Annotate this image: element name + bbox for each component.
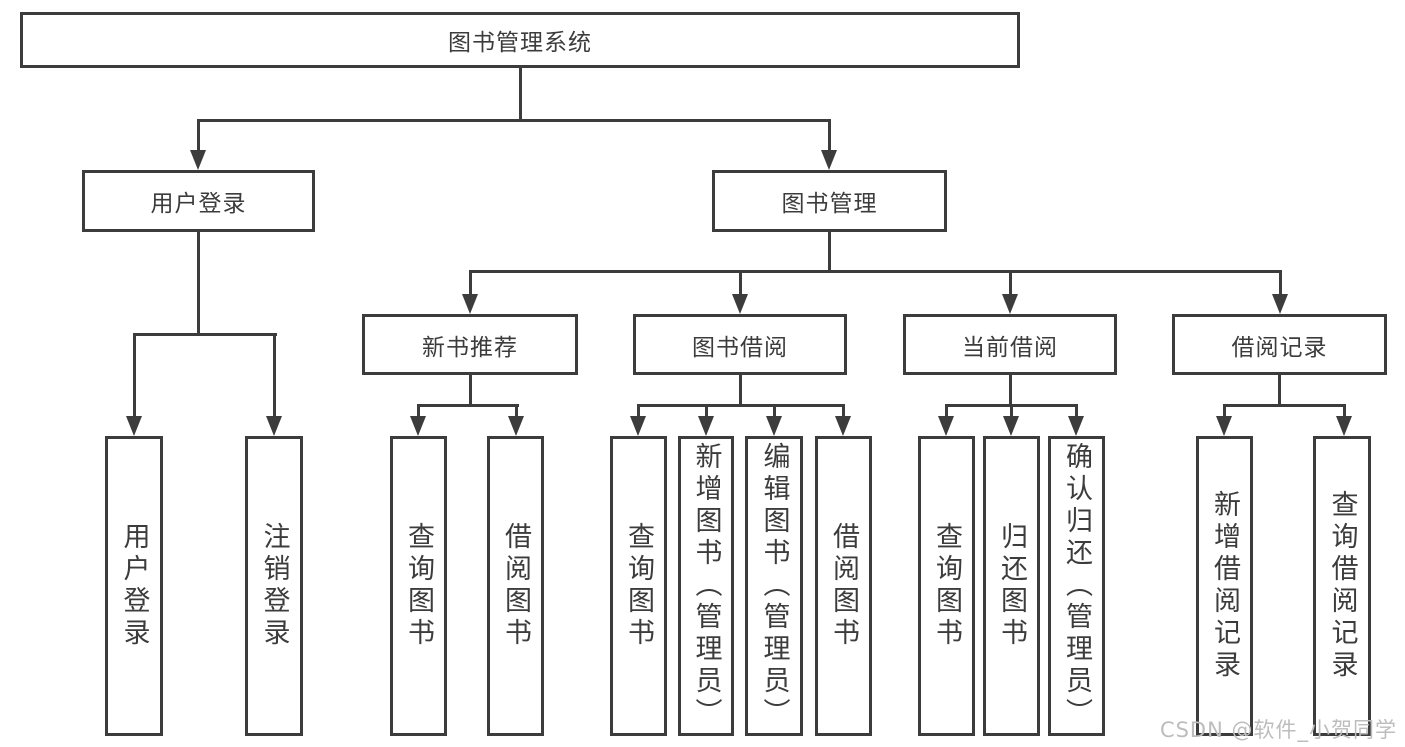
connector-borrow-bus xyxy=(637,404,845,407)
leaf-recommend-borrow-books: 借阅图书 xyxy=(487,436,544,736)
leaf-logout: 注销登录 xyxy=(245,436,303,736)
leaf-borrow-books: 借阅图书 xyxy=(815,436,872,736)
node-book-borrow: 图书借阅 xyxy=(633,314,847,375)
connector-book-mgmt-drop-3 xyxy=(1009,270,1012,298)
node-new-book-recommend: 新书推荐 xyxy=(362,314,578,375)
connector-current-drop-1 xyxy=(945,404,948,420)
leaf-return-books: 归还图书 xyxy=(983,436,1040,736)
arrow-to-recommend-query xyxy=(410,416,426,436)
leaf-current-query-books: 查询图书 xyxy=(918,436,975,736)
connector-current-drop-2 xyxy=(1010,404,1013,420)
arrow-to-add-books xyxy=(698,416,714,436)
connector-borrow-stem xyxy=(739,375,742,406)
connector-records-drop-2 xyxy=(1343,404,1346,420)
connector-recommend-drop-2 xyxy=(515,404,518,420)
leaf-borrow-query-books: 查询图书 xyxy=(610,436,667,736)
connector-borrow-drop-3 xyxy=(773,404,776,420)
arrow-to-recommend-borrow xyxy=(508,416,524,436)
arrow-to-query-record xyxy=(1336,416,1352,436)
connector-records-drop-1 xyxy=(1223,404,1226,420)
arrow-to-borrow-records xyxy=(1272,294,1288,314)
arrow-to-add-record xyxy=(1216,416,1232,436)
connector-book-mgmt-drop-2 xyxy=(739,270,742,298)
connector-book-mgmt-stem xyxy=(828,232,831,273)
arrow-to-edit-books xyxy=(766,416,782,436)
arrow-to-current-query xyxy=(938,416,954,436)
connector-current-stem xyxy=(1009,375,1012,406)
leaf-query-borrow-record: 查询借阅记录 xyxy=(1313,436,1371,736)
connector-borrow-drop-4 xyxy=(842,404,845,420)
arrow-to-new-book-recommend xyxy=(462,294,478,314)
arrow-to-current-borrow xyxy=(1002,294,1018,314)
leaf-user-login: 用户登录 xyxy=(105,436,163,736)
csdn-watermark: CSDN @软件_小贺同学 xyxy=(1159,718,1397,742)
arrow-to-user-login xyxy=(190,150,206,170)
arrow-to-confirm-return xyxy=(1068,416,1084,436)
node-root: 图书管理系统 xyxy=(20,12,1020,68)
connector-borrow-drop-2 xyxy=(705,404,708,420)
connector-book-mgmt-drop-1 xyxy=(469,270,472,298)
leaf-edit-books-admin: 编辑图书（管理员） xyxy=(745,436,803,736)
node-current-borrow: 当前借阅 xyxy=(903,314,1117,375)
arrow-to-book-management xyxy=(821,150,837,170)
connector-root-stem xyxy=(519,68,522,120)
node-borrow-records: 借阅记录 xyxy=(1172,314,1387,375)
connector-root-bus xyxy=(197,119,831,122)
arrow-to-leaf-logout xyxy=(266,416,282,436)
connector-borrow-drop-1 xyxy=(637,404,640,420)
connector-root-drop-left xyxy=(197,119,200,155)
leaf-confirm-return-admin: 确认归还（管理员） xyxy=(1048,436,1105,736)
leaf-add-books-admin: 新增图书（管理员） xyxy=(678,436,734,736)
arrow-to-borrow-books xyxy=(835,416,851,436)
connector-book-mgmt-bus xyxy=(469,270,1282,273)
connector-user-login-drop-2 xyxy=(273,333,276,419)
connector-recommend-stem xyxy=(469,375,472,406)
connector-recommend-bus xyxy=(417,404,519,407)
connector-current-drop-3 xyxy=(1075,404,1078,420)
connector-user-login-bus xyxy=(133,333,277,336)
leaf-recommend-query-books: 查询图书 xyxy=(390,436,447,736)
node-book-management: 图书管理 xyxy=(712,170,947,232)
node-user-login: 用户登录 xyxy=(82,170,315,232)
connector-book-mgmt-drop-4 xyxy=(1279,270,1282,298)
arrow-to-return-books xyxy=(1003,416,1019,436)
arrow-to-borrow-query xyxy=(630,416,646,436)
connector-user-login-drop-1 xyxy=(133,333,136,419)
arrow-to-book-borrow xyxy=(732,294,748,314)
connector-root-drop-right xyxy=(828,119,831,155)
connector-user-login-stem xyxy=(197,232,200,335)
connector-records-bus xyxy=(1223,404,1346,407)
leaf-add-borrow-record: 新增借阅记录 xyxy=(1196,436,1253,736)
connector-records-stem xyxy=(1278,375,1281,406)
connector-recommend-drop-1 xyxy=(417,404,420,420)
arrow-to-leaf-user-login xyxy=(126,416,142,436)
